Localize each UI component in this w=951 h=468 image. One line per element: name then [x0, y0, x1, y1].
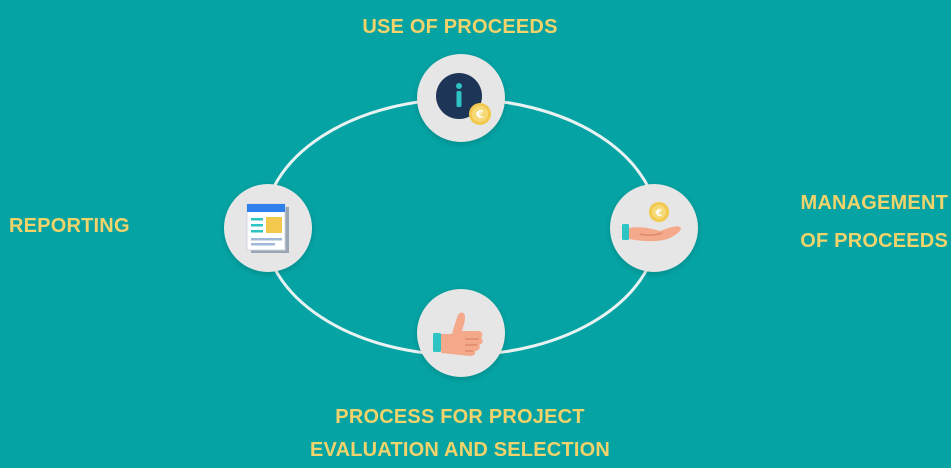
report-document-icon [246, 203, 289, 253]
label-management-line2: OF PROCEEDS [800, 230, 948, 252]
node-management-of-proceeds: € [610, 184, 698, 272]
info-coin-icon: € [436, 73, 491, 125]
label-management-line1: MANAGEMENT [800, 192, 948, 214]
label-use-of-proceeds: USE OF PROCEEDS [362, 16, 558, 38]
node-project-evaluation [417, 289, 505, 377]
hand-coin-icon: € [622, 202, 681, 242]
node-reporting [224, 184, 312, 272]
label-evaluation-line1: PROCESS FOR PROJECT [335, 406, 585, 428]
thumbs-up-icon [433, 312, 483, 356]
svg-text:€: € [655, 208, 663, 219]
svg-text:€: € [475, 108, 484, 121]
label-evaluation-line2: EVALUATION AND SELECTION [310, 439, 610, 461]
label-reporting: REPORTING [9, 215, 130, 237]
node-use-of-proceeds: € [417, 54, 505, 142]
